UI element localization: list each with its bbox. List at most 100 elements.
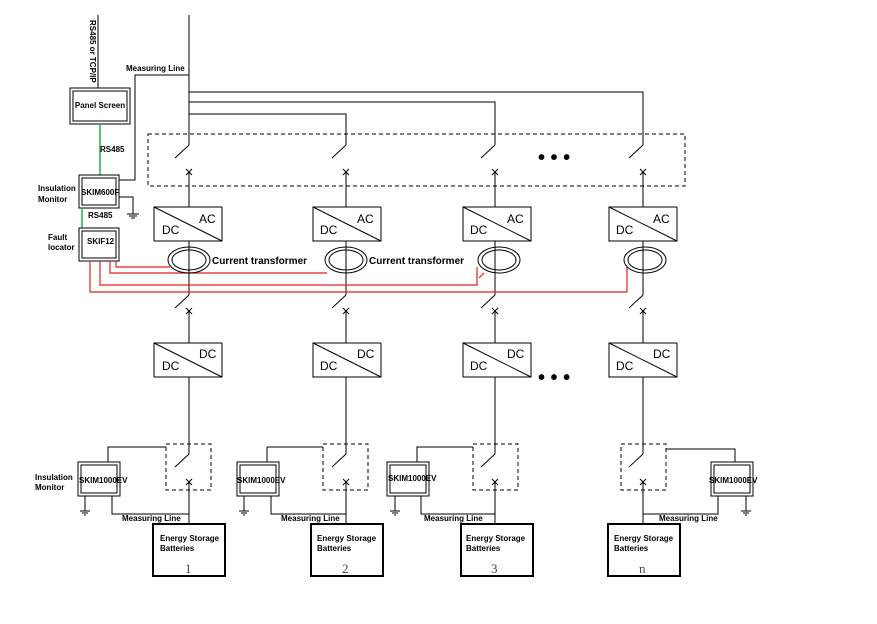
diagram-label: DC bbox=[162, 223, 180, 237]
branch-lower-3: SKIM1000EV Measuring Line Energy Storage… bbox=[386, 443, 534, 577]
wire bbox=[312, 206, 382, 242]
rs485-label-b: RS485 bbox=[88, 211, 113, 220]
branch-upper-2: DC AC DC DC bbox=[312, 140, 382, 450]
diagram-label: DC bbox=[320, 223, 338, 237]
wire bbox=[462, 342, 532, 378]
wire bbox=[420, 496, 495, 515]
wire bbox=[189, 91, 644, 140]
sensing-wire bbox=[109, 261, 327, 274]
diagram-label: n bbox=[639, 561, 646, 576]
ellipsis-middle: • • • bbox=[538, 367, 570, 389]
wire bbox=[119, 74, 189, 181]
device-frame bbox=[328, 249, 364, 271]
device-frame bbox=[167, 246, 211, 274]
main-bus: • • • bbox=[147, 15, 686, 187]
diagram-label: Energy Storage bbox=[317, 534, 377, 543]
wire bbox=[643, 496, 719, 515]
measuring-line-top-label: Measuring Line bbox=[126, 64, 185, 73]
wire bbox=[174, 144, 190, 159]
device-frame bbox=[713, 464, 751, 494]
current-transformer-1 bbox=[167, 246, 211, 274]
sensing-wire bbox=[478, 272, 485, 279]
wire bbox=[111, 496, 189, 515]
branch-lower-2: SKIM1000EV Measuring Line Energy Storage… bbox=[236, 443, 384, 577]
diagram-label: AC bbox=[653, 212, 670, 226]
diagram-label: 2 bbox=[342, 561, 349, 576]
wire bbox=[312, 342, 382, 378]
diagram-label: SKIM1000EV bbox=[237, 476, 286, 485]
diagram-label: Batteries bbox=[614, 544, 649, 553]
diagram-label: SKIM1000EV bbox=[388, 474, 437, 483]
device-frame bbox=[239, 464, 277, 494]
sensing-wire bbox=[89, 261, 628, 293]
wire bbox=[608, 342, 678, 378]
battery-box-1 bbox=[152, 523, 226, 577]
branch-upper-1: DC AC DC DC bbox=[153, 140, 223, 450]
device-frame bbox=[171, 249, 207, 271]
wire bbox=[666, 448, 736, 462]
diagram-label: Measuring Line bbox=[122, 514, 181, 523]
diagram-label: 1 bbox=[185, 561, 192, 576]
wire bbox=[189, 113, 347, 140]
battery-box-2 bbox=[310, 523, 384, 577]
diagram-label: DC bbox=[470, 359, 488, 373]
ellipsis-top: • • • bbox=[538, 147, 570, 169]
rs485-label-a: RS485 bbox=[100, 145, 125, 154]
branch-lower-1: SKIM1000EV Measuring Line Energy Storage… bbox=[77, 443, 226, 577]
wire bbox=[189, 101, 496, 140]
device-frame bbox=[81, 177, 117, 206]
wire bbox=[608, 206, 678, 242]
diagram-label: Energy Storage bbox=[614, 534, 674, 543]
diagram-label: Measuring Line bbox=[424, 514, 483, 523]
device-frame bbox=[627, 249, 663, 271]
diagram-label: Batteries bbox=[317, 544, 352, 553]
diagram-label: AC bbox=[357, 212, 374, 226]
device-frame bbox=[623, 246, 667, 274]
device-frame bbox=[389, 464, 427, 494]
current-transformer-n bbox=[623, 246, 667, 274]
diagram-label: DC bbox=[616, 359, 634, 373]
wire bbox=[331, 294, 347, 309]
top-control-group: RS485 or TCP/IP Panel Screen RS485 Insul… bbox=[38, 15, 189, 262]
diagram-label: Measuring Line bbox=[281, 514, 340, 523]
sensing-wire bbox=[115, 261, 170, 268]
insulation-monitor-top-label: Insulation bbox=[38, 184, 76, 193]
diagram-label: locator bbox=[48, 243, 75, 252]
branch-lower-n: SKIM1000EV Measuring Line Energy Storage… bbox=[607, 443, 758, 577]
diagram-label: DC bbox=[616, 223, 634, 237]
rs485-tcpip-label: RS485 or TCP/IP bbox=[88, 20, 97, 83]
diagram-label: AC bbox=[507, 212, 524, 226]
diagram-label: DC bbox=[357, 347, 375, 361]
wire bbox=[480, 144, 496, 159]
diagram-label: DC bbox=[320, 359, 338, 373]
battery-box-3 bbox=[460, 523, 534, 577]
diagram-label: Measuring Line bbox=[659, 514, 718, 523]
wire bbox=[153, 206, 223, 242]
diagram-label: DC bbox=[162, 359, 180, 373]
current-transformer-label-2: Current transformer bbox=[369, 256, 464, 267]
wire bbox=[462, 206, 532, 242]
current-transformer-label-1: Current transformer bbox=[212, 256, 307, 267]
device-frame bbox=[80, 464, 118, 494]
skif12-label: SKIF12 bbox=[87, 237, 115, 246]
wire bbox=[628, 144, 644, 159]
diagram-label: Energy Storage bbox=[160, 534, 220, 543]
diagram-label: Monitor bbox=[35, 483, 64, 492]
diagram-label: SKIM1000EV bbox=[709, 476, 758, 485]
wire bbox=[174, 453, 190, 468]
wire bbox=[174, 294, 190, 309]
device-frame bbox=[481, 249, 517, 271]
fault-locator-wiring bbox=[89, 261, 628, 293]
panel-screen-label: Panel Screen bbox=[75, 101, 125, 110]
diagram-label: Energy Storage bbox=[466, 534, 526, 543]
current-transformer-3 bbox=[477, 246, 521, 274]
wire bbox=[628, 453, 644, 468]
branch-upper-3: DC AC DC DC bbox=[462, 140, 532, 450]
diagram-label: DC bbox=[470, 223, 488, 237]
wire bbox=[416, 446, 473, 462]
fault-locator-label: Fault bbox=[48, 233, 67, 242]
battery-box-n bbox=[607, 523, 681, 577]
insulation-monitor-bottom-label: Insulation bbox=[35, 473, 73, 482]
diagram-label: 3 bbox=[491, 561, 498, 576]
wire bbox=[119, 196, 134, 214]
